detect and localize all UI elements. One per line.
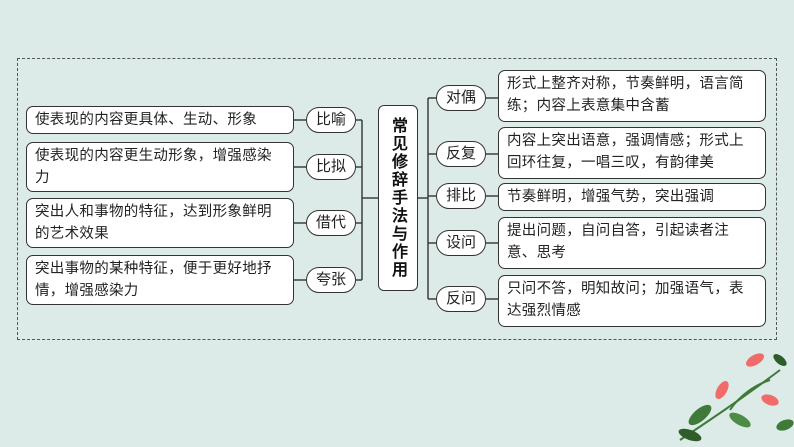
tag-biyu: 比喻 (306, 107, 356, 133)
tag-fanfu: 反复 (436, 141, 486, 167)
desc-box-biyu: 使表现的内容更具体、生动、形象 (26, 106, 294, 134)
diagram-frame (17, 58, 777, 340)
desc-box-fanwen: 只问不答，明知故问；加强语气，表达强烈情感 (498, 275, 766, 327)
desc-box-jiedai: 突出人和事物的特征，达到形象鲜明的艺术效果 (26, 198, 294, 248)
tag-shewen: 设问 (436, 230, 486, 256)
desc-box-bini: 使表现的内容更生动形象，增强感染力 (26, 142, 294, 192)
leaf-decoration-icon (678, 353, 794, 442)
desc-box-duiou: 形式上整齐对称，节奏鲜明，语言简练；内容上表意集中含蓄 (498, 70, 766, 122)
desc-box-kuazhang: 突出事物的某种特征，便于更好地抒情，增强感染力 (26, 255, 294, 305)
center-title: 常见修辞手法与作用 (389, 117, 408, 279)
tag-duiou: 对偶 (436, 85, 486, 111)
tag-jiedai: 借代 (306, 210, 356, 236)
tag-fanwen: 反问 (436, 286, 486, 312)
desc-box-fanfu: 内容上突出语意，强调情感；形式上回环往复，一唱三叹，有韵律美 (498, 127, 766, 179)
desc-box-shewen: 提出问题，自问自答，引起读者注意、思考 (498, 217, 766, 269)
desc-box-paibi: 节奏鲜明，增强气势，突出强调 (498, 183, 766, 211)
tag-kuazhang: 夸张 (306, 267, 356, 293)
center-title-box: 常见修辞手法与作用 (378, 105, 418, 291)
tag-paibi: 排比 (436, 183, 486, 209)
tag-bini: 比拟 (306, 154, 356, 180)
